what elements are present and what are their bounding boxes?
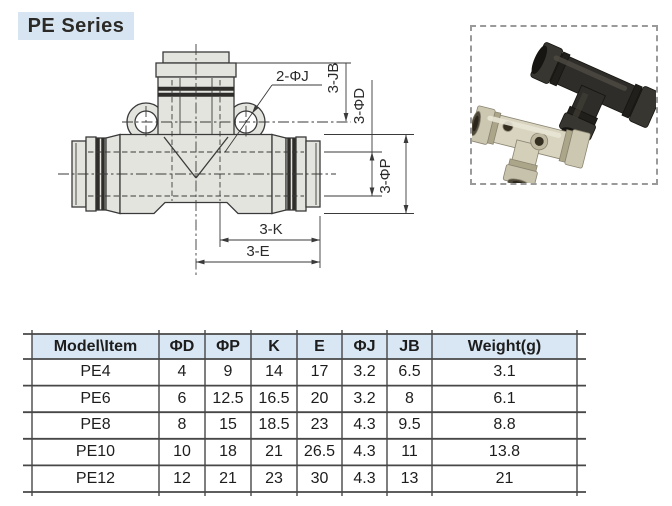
table-header-cell: JB bbox=[399, 337, 420, 355]
table-cell: 13 bbox=[400, 469, 419, 487]
dimension-e: 3-E bbox=[196, 243, 320, 265]
table-cell: 10 bbox=[173, 443, 191, 461]
table-cell: 26.5 bbox=[303, 443, 336, 461]
table-cell: 8.8 bbox=[493, 416, 516, 434]
table-cell: 6 bbox=[177, 389, 187, 407]
product-photo-frame bbox=[470, 25, 658, 185]
spec-table: Model\Item ΦD ΦP K E ΦJ JB Weight(g) PE4… bbox=[23, 330, 586, 496]
table-cell: PE12 bbox=[75, 469, 116, 487]
table-header-cell: E bbox=[314, 337, 325, 355]
table-cell: 3.2 bbox=[353, 389, 376, 407]
dimension-phi-d: 3-ΦD bbox=[324, 80, 382, 197]
table-cell: 6.1 bbox=[493, 389, 516, 407]
table-cell: 8 bbox=[405, 389, 414, 407]
table-cell: 18.5 bbox=[258, 416, 290, 434]
technical-drawing: 2-ΦJ 3-JB 3-ΦD 3-ΦP bbox=[58, 44, 414, 277]
table-cell: 9 bbox=[223, 363, 233, 381]
table-cell: 11 bbox=[401, 443, 418, 461]
table-cell: 3.1 bbox=[493, 363, 516, 381]
table-header-cell: ΦJ bbox=[353, 337, 376, 355]
dimension-phi-p: 3-ΦP bbox=[324, 134, 414, 214]
table-cell: 30 bbox=[310, 469, 329, 487]
table-cell: PE8 bbox=[80, 416, 111, 434]
table-cell: 20 bbox=[310, 389, 329, 407]
spec-table-grid: Model\Item ΦD ΦP K E ΦJ JB Weight(g) PE4… bbox=[32, 334, 577, 492]
table-grid-lines bbox=[23, 330, 586, 496]
table-cell: 3.2 bbox=[353, 363, 376, 381]
product-photo bbox=[472, 42, 656, 183]
dim-label-phi-p: 3-ΦP bbox=[377, 158, 394, 193]
table-header-cell: K bbox=[268, 337, 280, 355]
table-cell: 4.3 bbox=[353, 443, 376, 461]
table-cell: 14 bbox=[265, 363, 283, 381]
dim-label-e: 3-E bbox=[246, 243, 269, 260]
table-cell: 16.5 bbox=[258, 389, 290, 407]
table-cell: 23 bbox=[310, 416, 329, 434]
table-header-cell: ΦD bbox=[169, 337, 195, 355]
table-header-cell: Weight(g) bbox=[467, 337, 542, 355]
dimension-jb: 3-JB bbox=[236, 62, 351, 122]
table-cell: 9.5 bbox=[398, 416, 421, 434]
table-cell: 21 bbox=[219, 469, 237, 487]
table-cell: 8 bbox=[177, 416, 187, 434]
table-cell: 17 bbox=[310, 363, 329, 381]
table-cell: PE4 bbox=[80, 363, 111, 381]
dimension-phi-j: 2-ΦJ bbox=[224, 68, 322, 153]
table-cell: 12 bbox=[173, 469, 191, 487]
table-cell: 18 bbox=[219, 443, 237, 461]
dim-label-k: 3-K bbox=[259, 221, 282, 238]
hidden-bore-lines bbox=[88, 80, 304, 201]
ivory-tee-fitting bbox=[472, 105, 591, 183]
black-tee-fitting bbox=[530, 42, 656, 142]
dim-label-jb: 3-JB bbox=[325, 63, 342, 94]
table-cell: 21 bbox=[265, 443, 283, 461]
dim-label-phi-d: 3-ΦD bbox=[351, 88, 368, 124]
page-title: PE Series bbox=[18, 12, 134, 40]
table-cell: 15 bbox=[219, 416, 237, 434]
dimension-k: 3-K bbox=[219, 203, 321, 268]
table-cell: PE10 bbox=[75, 443, 116, 461]
table-cell: 4.3 bbox=[353, 469, 376, 487]
table-cell: 4.3 bbox=[353, 416, 376, 434]
table-cell: 12.5 bbox=[212, 389, 244, 407]
dim-label-phi-j: 2-ΦJ bbox=[276, 68, 309, 85]
table-cell: 13.8 bbox=[488, 443, 521, 461]
table-cell: 6.5 bbox=[398, 363, 421, 381]
table-cell: PE6 bbox=[80, 389, 111, 407]
table-cell: 21 bbox=[495, 469, 514, 487]
table-cell: 23 bbox=[265, 469, 283, 487]
table-header-cell: Model\Item bbox=[53, 337, 138, 355]
table-cell: 4 bbox=[177, 363, 187, 381]
table-header-cell: ΦP bbox=[216, 337, 240, 355]
